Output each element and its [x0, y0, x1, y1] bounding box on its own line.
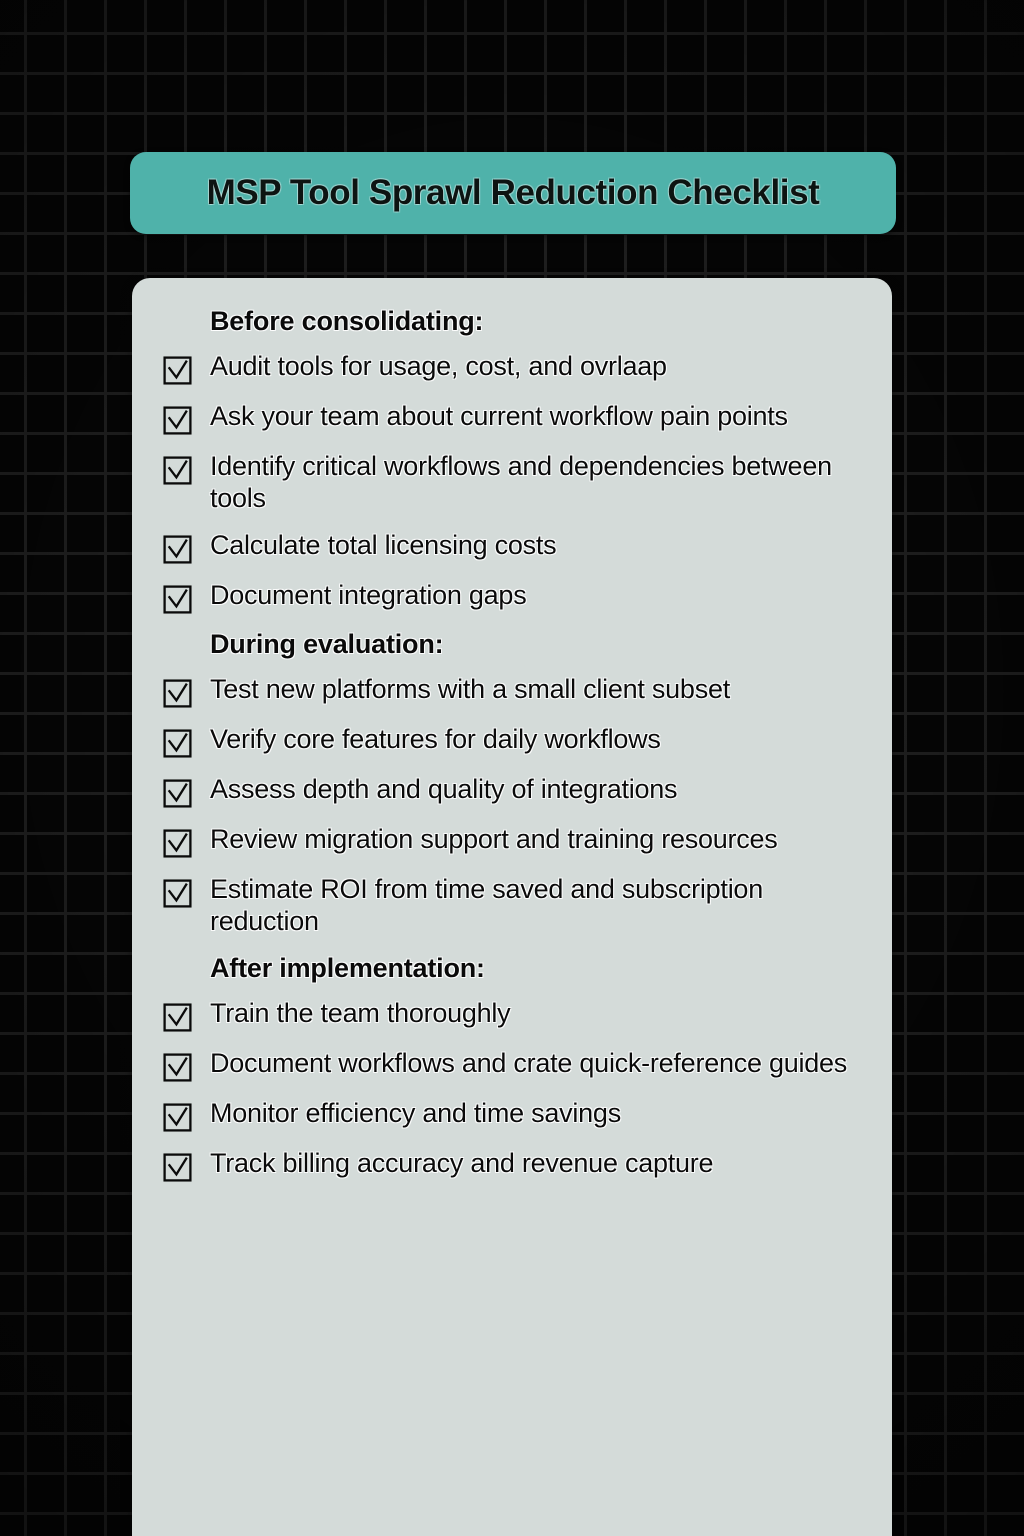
section-heading: During evaluation:: [210, 629, 444, 660]
checkbox-checked-icon[interactable]: [163, 1102, 192, 1132]
page-title: MSP Tool Sprawl Reduction Checklist: [206, 173, 820, 212]
checkbox-checked-icon[interactable]: [163, 406, 192, 435]
checklist-item-label: Track billing accuracy and revenue captu…: [210, 1147, 714, 1178]
checkbox-checked-icon[interactable]: [163, 1152, 192, 1182]
checklist-item[interactable]: Estimate ROI from time saved and subscri…: [163, 873, 870, 937]
checklist-item-label: Calculate total licensing costs: [210, 530, 557, 561]
checklist-item-label: Review migration support and training re…: [210, 824, 778, 855]
checklist-item-label: Audit tools for usage, cost, and ovrlaap: [210, 351, 667, 381]
checklist-item[interactable]: Verify core features for daily workflows: [163, 723, 870, 758]
checkbox-checked-icon[interactable]: [163, 356, 192, 385]
checklist-body: Before consolidating: Audit tools for usa…: [163, 306, 870, 1182]
checkbox-checked-icon[interactable]: [163, 679, 192, 708]
checklist-item-label: Document workflows and crate quick-refer…: [210, 1047, 848, 1078]
checklist-item[interactable]: Document workflows and crate quick-refer…: [163, 1047, 870, 1082]
checklist-item[interactable]: Monitor efficiency and time savings: [163, 1097, 870, 1132]
checklist-item-label: Train the team thoroughly: [210, 997, 511, 1028]
checklist-item-label: Identify critical workflows and dependen…: [210, 451, 832, 514]
checklist-item-label: Assess depth and quality of integrations: [210, 774, 678, 805]
checklist-card: Before consolidating: Audit tools for usa…: [132, 278, 892, 1536]
checklist-item-label: Estimate ROI from time saved and subscri…: [210, 874, 763, 937]
checklist-item[interactable]: Calculate total licensing costs: [163, 529, 870, 564]
checkbox-checked-icon[interactable]: [163, 829, 192, 858]
checkbox-checked-icon[interactable]: [163, 1002, 192, 1032]
checkbox-checked-icon[interactable]: [163, 879, 192, 908]
section-heading: After implementation:: [210, 952, 485, 983]
checkbox-checked-icon[interactable]: [163, 729, 192, 758]
checklist-item[interactable]: Identify critical workflows and dependen…: [163, 450, 870, 514]
header-banner: MSP Tool Sprawl Reduction Checklist: [130, 152, 896, 234]
checkbox-checked-icon[interactable]: [163, 779, 192, 808]
checklist-item[interactable]: Train the team thoroughly: [163, 997, 870, 1032]
checklist-item-label: Verify core features for daily workflows: [210, 724, 661, 755]
checklist-item[interactable]: Test new platforms with a small client s…: [163, 673, 870, 708]
checklist-item-label: Monitor efficiency and time savings: [210, 1097, 621, 1128]
checklist-item[interactable]: Review migration support and training re…: [163, 823, 870, 858]
checkbox-checked-icon[interactable]: [163, 456, 192, 485]
checkbox-checked-icon[interactable]: [163, 585, 192, 614]
checklist-item[interactable]: Audit tools for usage, cost, and ovrlaap: [163, 350, 870, 385]
checklist-item[interactable]: Assess depth and quality of integrations: [163, 773, 870, 808]
checklist-item-label: Document integration gaps: [210, 580, 527, 611]
checkbox-checked-icon[interactable]: [163, 1052, 192, 1082]
checklist-item-label: Ask your team about current workflow pai…: [210, 401, 788, 431]
checkbox-checked-icon[interactable]: [163, 535, 192, 564]
checklist-item-label: Test new platforms with a small client s…: [210, 674, 730, 705]
checklist-item[interactable]: Track billing accuracy and revenue captu…: [163, 1147, 870, 1182]
checklist-item[interactable]: Document integration gaps: [163, 579, 870, 614]
section-heading: Before consolidating:: [210, 306, 484, 336]
checklist-item[interactable]: Ask your team about current workflow pai…: [163, 400, 870, 435]
